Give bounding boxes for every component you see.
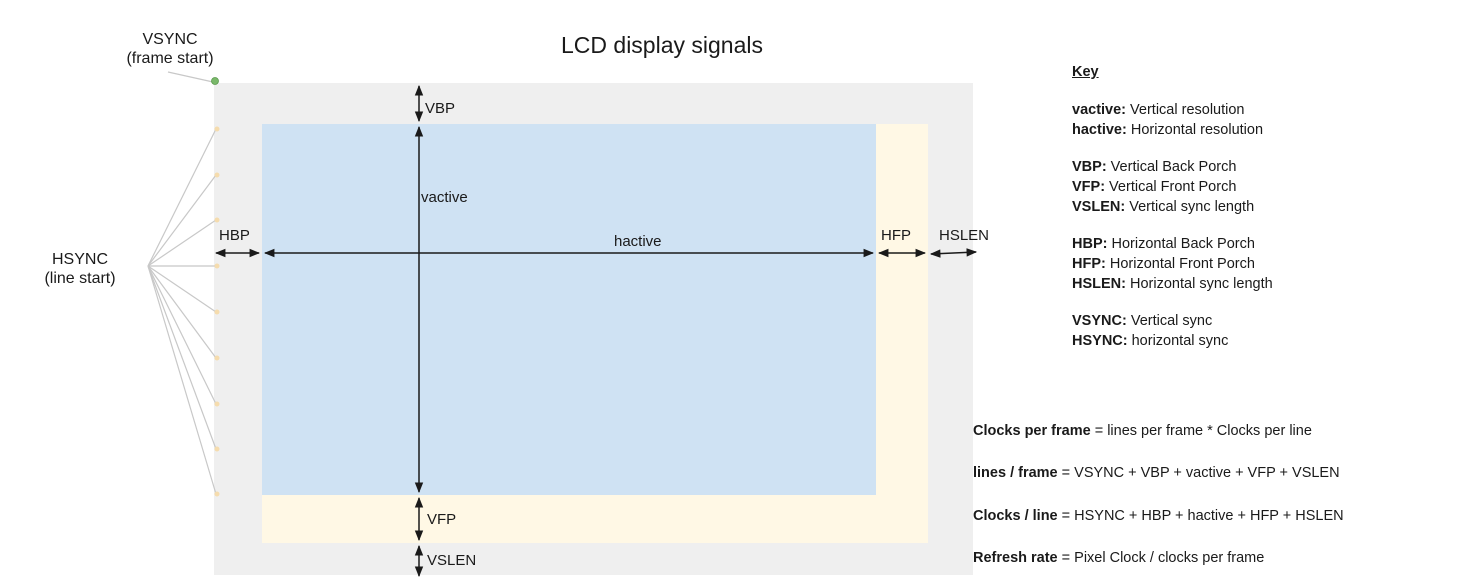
key-row-vsync: VSYNC: Vertical sync [1072,313,1213,329]
hfp-label: HFP [881,227,911,244]
key-row-vactive: vactive: Vertical resolution [1072,102,1245,118]
vfp-label: VFP [427,511,457,528]
key-group-resolution: vactive: Vertical resolution hactive: Ho… [1072,100,1452,140]
formula-lines-per-frame: lines / frame = VSYNC + VBP + vactive + … [973,465,1340,481]
key-group-sync: VSYNC: Vertical sync HSYNC: horizontal s… [1072,311,1452,351]
vactive-label: vactive [421,189,468,206]
hslen-label: HSLEN [939,227,990,244]
vbp-label: VBP [425,100,456,117]
hsync-label-line1: HSYNC [51,251,108,268]
vsync-label: VSYNC (frame start) [100,30,240,68]
key-title: Key [1072,64,1099,80]
key-row-hsync: HSYNC: horizontal sync [1072,333,1229,349]
diagram-title: LCD display signals [561,32,763,58]
formula-clocks-per-line: Clocks / line = HSYNC + HBP + hactive + … [973,508,1344,524]
key-group-horizontal: HBP: Horizontal Back Porch HFP: Horizont… [1072,234,1452,294]
key-legend: Key vactive: Vertical resolution hactive… [1072,62,1452,368]
key-row-hslen: HSLEN: Horizontal sync length [1072,276,1273,292]
hbp-label: HBP [219,227,250,244]
hsync-fan-lines [147,71,217,495]
key-row-hbp: HBP: Horizontal Back Porch [1072,236,1255,252]
hsync-ticks [214,126,220,497]
vsync-label-line2: (frame start) [126,50,214,67]
key-row-vbp: VBP: Vertical Back Porch [1072,159,1237,175]
key-row-vslen: VSLEN: Vertical sync length [1072,199,1255,215]
key-group-vertical: VBP: Vertical Back Porch VFP: Vertical F… [1072,157,1452,217]
key-row-hfp: HFP: Horizontal Front Porch [1072,256,1255,272]
vsync-label-line1: VSYNC [142,31,198,48]
vsync-dot [211,77,219,85]
hactive-label: hactive [614,233,662,250]
hsync-label: HSYNC (line start) [20,250,140,288]
formula-refresh-rate: Refresh rate = Pixel Clock / clocks per … [973,550,1265,566]
key-row-hactive: hactive: Horizontal resolution [1072,122,1264,138]
vslen-label: VSLEN [427,552,477,569]
key-row-vfp: VFP: Vertical Front Porch [1072,179,1237,195]
formula-clocks-per-frame: Clocks per frame = lines per frame * Clo… [973,423,1312,439]
hslen-arrow [929,248,978,258]
hsync-label-line2: (line start) [44,270,116,287]
active-region [262,124,876,495]
